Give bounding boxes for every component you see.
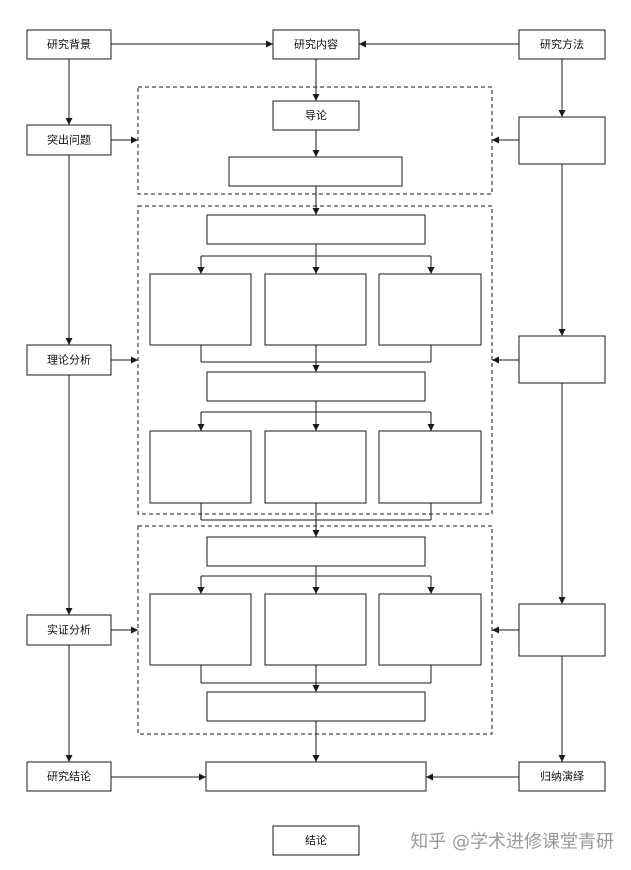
right-blank-box-1 <box>518 116 606 165</box>
final-label: 结论 <box>305 833 327 847</box>
conclusion-label: 研究结论 <box>47 769 91 783</box>
center-node-content: 研究内容 <box>272 29 360 60</box>
empirical-blank-block-2 <box>264 593 367 666</box>
theory-blank-block-6 <box>378 430 482 504</box>
background-label: 研究背景 <box>47 37 91 51</box>
right-node-induction-deduction: 归纳演绎 <box>518 761 606 792</box>
empirical-blank-block-3 <box>378 593 482 666</box>
connectors <box>65 40 566 781</box>
empirical-blank-block-1 <box>149 593 252 666</box>
highlight-issue-label: 突出问题 <box>47 133 91 147</box>
left-node-background: 研究背景 <box>26 29 112 60</box>
final-node-conclusion: 结论 <box>272 825 360 856</box>
theory-blank-bar-1 <box>206 214 426 245</box>
theory-blank-block-5 <box>264 430 367 504</box>
method-label: 研究方法 <box>540 37 584 51</box>
empirical-analysis-label: 实证分析 <box>47 623 91 637</box>
left-node-theory-analysis: 理论分析 <box>26 344 112 376</box>
theory-blank-block-1 <box>149 273 252 346</box>
empirical-blank-bar-1 <box>206 536 426 567</box>
content-label: 研究内容 <box>294 37 338 51</box>
watermark-text: 知乎 @学术进修课堂青研 <box>410 832 614 853</box>
introduction-label: 导论 <box>305 108 327 122</box>
right-blank-box-2 <box>518 335 606 384</box>
intro-blank-box <box>228 156 403 187</box>
left-node-empirical-analysis: 实证分析 <box>26 614 112 646</box>
induction-deduction-label: 归纳演绎 <box>540 769 584 783</box>
empirical-blank-bar-2 <box>206 691 426 722</box>
theory-blank-bar-2 <box>206 371 426 402</box>
theory-blank-block-3 <box>378 273 482 346</box>
output-blank-box <box>205 761 427 792</box>
center-node-introduction: 导论 <box>272 100 360 131</box>
theory-blank-block-2 <box>264 273 367 346</box>
right-node-method: 研究方法 <box>518 29 606 60</box>
left-node-conclusion: 研究结论 <box>26 761 112 792</box>
theory-blank-block-4 <box>149 430 252 504</box>
theory-analysis-label: 理论分析 <box>47 353 91 367</box>
right-blank-box-3 <box>518 603 606 657</box>
left-node-highlight-issue: 突出问题 <box>26 124 112 156</box>
